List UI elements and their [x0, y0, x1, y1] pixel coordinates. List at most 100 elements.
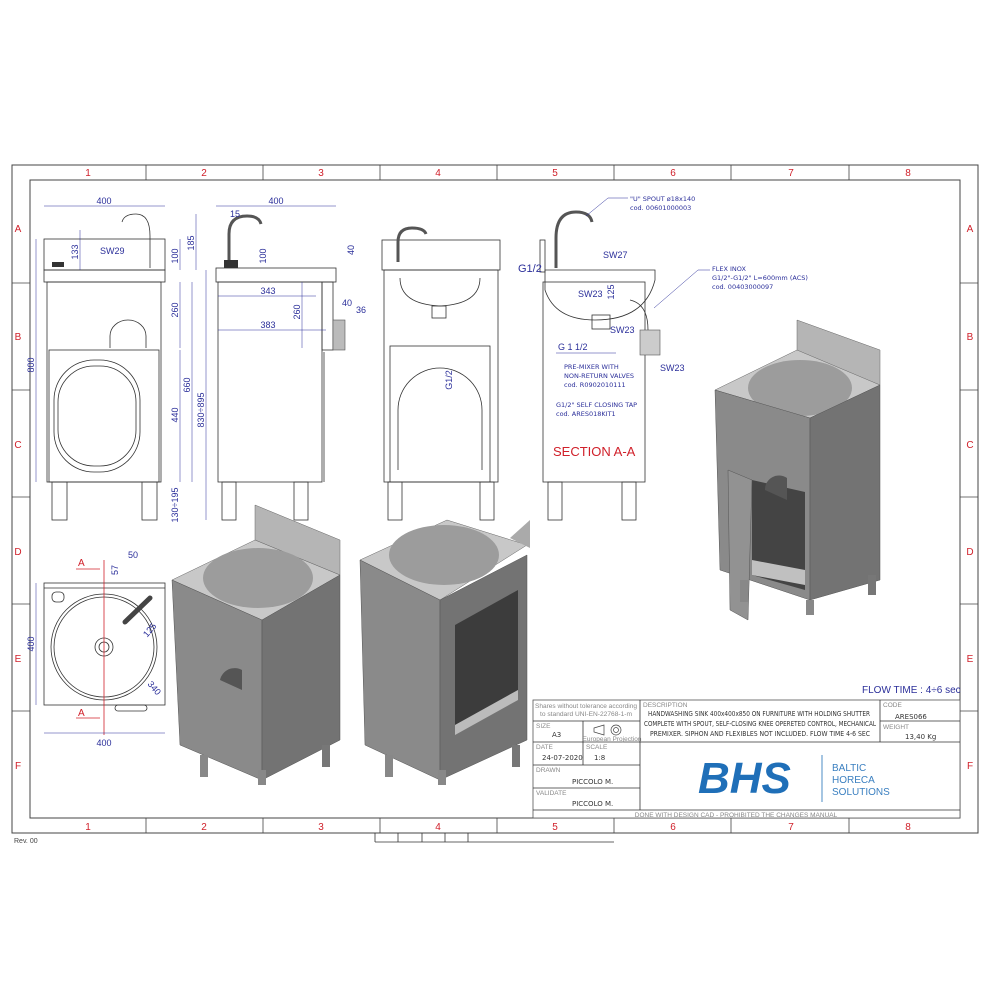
- svg-text:7: 7: [788, 168, 794, 179]
- svg-text:130÷195: 130÷195: [170, 488, 180, 523]
- svg-text:SECTION A-A: SECTION A-A: [553, 444, 636, 459]
- svg-text:A: A: [78, 708, 85, 719]
- svg-text:VALIDATE: VALIDATE: [536, 790, 567, 797]
- svg-text:A: A: [967, 224, 974, 235]
- svg-text:WEIGHT: WEIGHT: [883, 724, 909, 731]
- svg-text:125: 125: [606, 284, 616, 299]
- svg-text:57: 57: [110, 565, 120, 575]
- svg-text:400: 400: [268, 196, 283, 206]
- svg-text:4: 4: [435, 168, 441, 179]
- svg-text:7: 7: [788, 822, 794, 833]
- svg-text:G1/2"-G1/2" L=600mm (ACS): G1/2"-G1/2" L=600mm (ACS): [712, 274, 808, 282]
- svg-text:cod. 00403000097: cod. 00403000097: [712, 283, 773, 291]
- svg-text:2: 2: [201, 822, 207, 833]
- svg-text:8: 8: [905, 822, 911, 833]
- svg-text:PREMIXER. SIPHON AND FLEXIBLES: PREMIXER. SIPHON AND FLEXIBLES NOT INCLU…: [650, 730, 870, 738]
- svg-text:400: 400: [26, 636, 36, 651]
- svg-text:1: 1: [85, 822, 91, 833]
- svg-text:ARES066: ARES066: [895, 713, 927, 721]
- outer-frame: [11, 164, 979, 834]
- svg-text:SCALE: SCALE: [586, 744, 608, 751]
- svg-text:383: 383: [260, 320, 275, 330]
- render-open-door: [714, 319, 881, 621]
- column-dividers: [12, 165, 978, 833]
- svg-text:260: 260: [170, 302, 180, 317]
- svg-text:DATE: DATE: [536, 744, 554, 751]
- svg-text:SW23: SW23: [610, 325, 635, 335]
- svg-text:SIZE: SIZE: [536, 723, 551, 730]
- svg-text:50: 50: [128, 550, 138, 560]
- svg-text:A: A: [78, 558, 85, 569]
- svg-text:C: C: [14, 440, 21, 451]
- svg-text:40: 40: [346, 245, 356, 255]
- svg-text:E: E: [967, 654, 974, 665]
- svg-text:G1/2" SELF CLOSING TAP: G1/2" SELF CLOSING TAP: [556, 401, 637, 409]
- svg-text:343: 343: [260, 286, 275, 296]
- svg-text:B: B: [15, 332, 22, 343]
- top-view: A A 50 57 125 340 400 400: [26, 550, 166, 748]
- svg-text:SOLUTIONS: SOLUTIONS: [832, 787, 890, 798]
- flow-time: FLOW TIME : 4÷6 sec: [862, 685, 961, 696]
- svg-text:G 1 1/2: G 1 1/2: [558, 342, 588, 352]
- svg-text:SW23: SW23: [578, 289, 603, 299]
- svg-text:DRAWN: DRAWN: [536, 767, 561, 774]
- svg-text:G1/2: G1/2: [444, 370, 454, 390]
- svg-text:5: 5: [552, 168, 558, 179]
- revision-strip: [374, 833, 614, 843]
- svg-text:5: 5: [552, 822, 558, 833]
- svg-text:185: 185: [186, 235, 196, 250]
- svg-text:100: 100: [258, 248, 268, 263]
- svg-text:6: 6: [670, 168, 676, 179]
- svg-text:Shares without tolerance accor: Shares without tolerance according: [535, 703, 637, 710]
- svg-text:PICCOLO M.: PICCOLO M.: [572, 800, 613, 808]
- svg-text:SW23: SW23: [660, 363, 685, 373]
- svg-text:DESCRIPTION: DESCRIPTION: [643, 702, 688, 709]
- svg-text:"U" SPOUT ø18x140: "U" SPOUT ø18x140: [630, 195, 695, 203]
- svg-text:400: 400: [96, 738, 111, 748]
- european-projection-icon: [593, 724, 622, 736]
- svg-text:F: F: [15, 761, 21, 772]
- svg-text:800: 800: [26, 357, 36, 372]
- svg-text:to standard UNI-EN-22768-1-m: to standard UNI-EN-22768-1-m: [540, 711, 632, 718]
- svg-text:1:8: 1:8: [594, 754, 605, 762]
- svg-text:DONE WITH DESIGN CAD - PROHIBI: DONE WITH DESIGN CAD - PROHIBITED THE CH…: [635, 812, 838, 819]
- svg-text:100: 100: [170, 248, 180, 263]
- svg-text:European Projection: European Projection: [583, 736, 642, 743]
- svg-text:FLEX INOX: FLEX INOX: [712, 265, 746, 273]
- svg-text:COMPLETE WITH SPOUT, SELF-CLOS: COMPLETE WITH SPOUT, SELF-CLOSING KNEE O…: [644, 720, 876, 728]
- svg-text:B: B: [967, 332, 974, 343]
- render-closed-door: [171, 504, 341, 785]
- svg-text:G1/2: G1/2: [518, 263, 542, 275]
- side-view: 400 15 100 40 343 383 260 40 36: [215, 196, 366, 521]
- svg-text:440: 440: [170, 407, 180, 422]
- svg-text:1: 1: [85, 168, 91, 179]
- svg-text:HORECA: HORECA: [832, 775, 875, 786]
- svg-text:4: 4: [435, 822, 441, 833]
- title-block: Shares without tolerance according to st…: [532, 699, 961, 819]
- svg-text:830÷895: 830÷895: [196, 393, 206, 428]
- svg-text:CODE: CODE: [883, 702, 902, 709]
- svg-text:36: 36: [356, 305, 366, 315]
- svg-text:24-07-2020: 24-07-2020: [542, 754, 583, 762]
- svg-text:133: 133: [70, 244, 80, 259]
- svg-text:NON-RETURN VALVES: NON-RETURN VALVES: [564, 372, 634, 380]
- svg-text:A3: A3: [552, 731, 561, 739]
- bhs-logo: BHS BALTIC HORECA SOLUTIONS: [698, 754, 890, 803]
- svg-text:40: 40: [342, 298, 352, 308]
- svg-text:260: 260: [292, 304, 302, 319]
- svg-text:BALTIC: BALTIC: [832, 763, 866, 774]
- svg-text:cod. 00601000003: cod. 00601000003: [630, 204, 691, 212]
- svg-text:2: 2: [201, 168, 207, 179]
- svg-text:6: 6: [670, 822, 676, 833]
- svg-text:400: 400: [96, 196, 111, 206]
- svg-text:660: 660: [182, 377, 192, 392]
- svg-text:cod. ARES018KIT1: cod. ARES018KIT1: [556, 410, 616, 418]
- svg-text:D: D: [14, 547, 21, 558]
- svg-text:cod. R0902010111: cod. R0902010111: [564, 381, 626, 389]
- svg-text:13,40 Kg: 13,40 Kg: [905, 733, 936, 741]
- svg-text:PRE-MIXER WITH: PRE-MIXER WITH: [564, 363, 619, 371]
- svg-text:A: A: [15, 224, 22, 235]
